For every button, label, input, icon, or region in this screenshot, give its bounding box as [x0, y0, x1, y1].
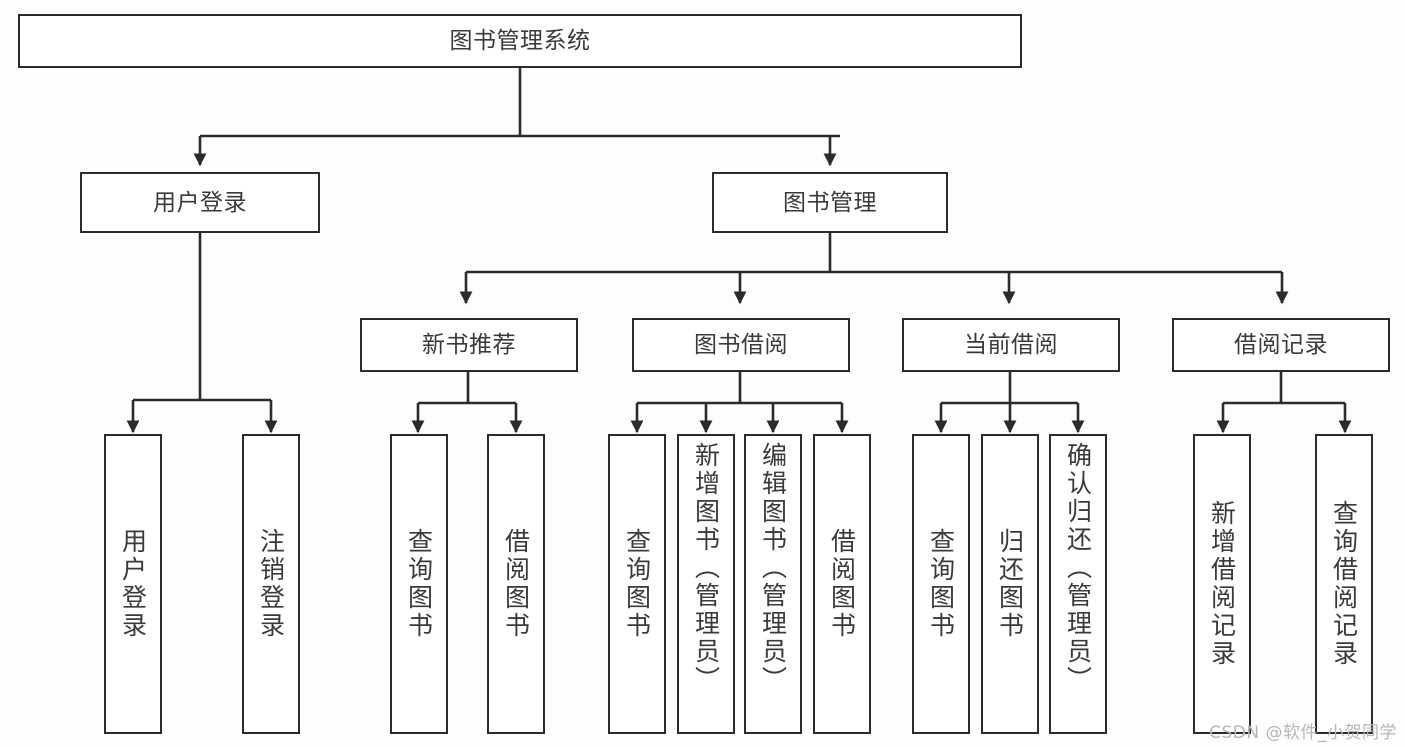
leaf-borrow-record-add-record[interactable]: 新增借阅记录: [1193, 434, 1251, 734]
leaf-book-borrow-query-book[interactable]: 查询图书: [608, 434, 666, 734]
leaf-current-borrow-return-book[interactable]: 归还图书: [981, 434, 1039, 734]
leaf-book-borrow-edit-book-admin[interactable]: 编辑图书（管理员）: [744, 434, 802, 734]
node-label: 图书管理系统: [449, 28, 591, 54]
node-book-borrow[interactable]: 图书借阅: [632, 318, 850, 372]
node-label: 查询图书: [404, 528, 434, 640]
node-label: 当前借阅: [964, 332, 1058, 358]
node-current-borrow[interactable]: 当前借阅: [902, 318, 1120, 372]
leaf-book-borrow-add-book-admin[interactable]: 新增图书（管理员）: [677, 434, 735, 734]
node-label: 新书推荐: [422, 332, 516, 358]
node-label: 借阅图书: [501, 528, 531, 640]
node-label: 查询借阅记录: [1329, 500, 1359, 668]
node-label: 图书借阅: [694, 332, 788, 358]
node-user-login[interactable]: 用户登录: [80, 172, 320, 233]
node-label: 查询图书: [622, 528, 652, 640]
node-label: 借阅图书: [827, 528, 857, 640]
node-label: 借阅记录: [1234, 332, 1328, 358]
leaf-borrow-record-query-record[interactable]: 查询借阅记录: [1315, 434, 1373, 734]
node-label: 注销登录: [256, 528, 286, 640]
node-root-book-management-system[interactable]: 图书管理系统: [18, 14, 1022, 68]
node-label: 新增借阅记录: [1207, 500, 1237, 668]
node-label: 用户登录: [118, 528, 148, 640]
node-label: 确认归还（管理员）: [1063, 442, 1093, 694]
leaf-current-borrow-confirm-return-admin[interactable]: 确认归还（管理员）: [1049, 434, 1107, 734]
node-label: 归还图书: [995, 528, 1025, 640]
leaf-user-login-login[interactable]: 用户登录: [104, 434, 162, 734]
node-label: 用户登录: [153, 189, 247, 216]
node-borrow-record[interactable]: 借阅记录: [1172, 318, 1390, 372]
node-label: 新增图书（管理员）: [691, 442, 721, 694]
node-label: 图书管理: [783, 189, 877, 216]
node-book-management[interactable]: 图书管理: [712, 172, 948, 233]
leaf-new-book-query-book[interactable]: 查询图书: [390, 434, 448, 734]
leaf-new-book-borrow-book[interactable]: 借阅图书: [487, 434, 545, 734]
leaf-user-login-logout[interactable]: 注销登录: [242, 434, 300, 734]
node-new-book-recommend[interactable]: 新书推荐: [360, 318, 578, 372]
node-label: 查询图书: [926, 528, 956, 640]
leaf-book-borrow-borrow-book[interactable]: 借阅图书: [813, 434, 871, 734]
node-label: 编辑图书（管理员）: [758, 442, 788, 694]
csdn-watermark: CSDN @软件_小贺同学: [1209, 723, 1397, 743]
leaf-current-borrow-query-book[interactable]: 查询图书: [912, 434, 970, 734]
